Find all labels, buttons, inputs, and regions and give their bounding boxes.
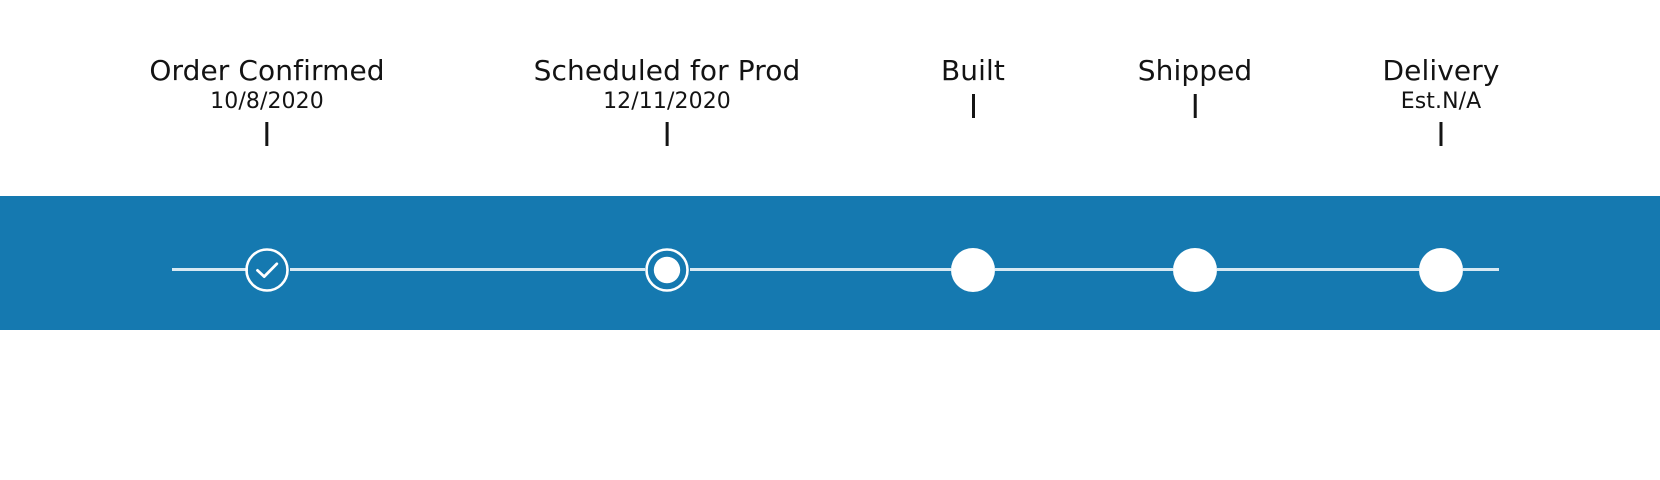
step-node-shipped[interactable]: [1172, 247, 1218, 293]
ring-dot-icon: [645, 248, 689, 292]
step-label-delivery[interactable]: Delivery Est.N/A: [1382, 54, 1499, 146]
step-tick-mark: [1193, 94, 1197, 118]
step-title: Scheduled for Prod: [533, 54, 801, 87]
step-title: Shipped: [1137, 54, 1253, 87]
step-title: Order Confirmed: [149, 54, 385, 87]
dot-icon: [1419, 248, 1463, 292]
step-node-order-confirmed[interactable]: [244, 247, 290, 293]
step-labels-layer: Order Confirmed 10/8/2020 Scheduled for …: [0, 0, 1660, 196]
step-label-order-confirmed[interactable]: Order Confirmed 10/8/2020: [149, 54, 385, 146]
step-tick-mark: [665, 122, 669, 146]
step-tick-mark: [1439, 122, 1443, 146]
step-title: Built: [941, 54, 1005, 87]
rail-segment-2: [690, 268, 951, 271]
step-title: Delivery: [1382, 54, 1500, 87]
step-label-shipped[interactable]: Shipped: [1138, 54, 1253, 118]
dot-icon: [951, 248, 995, 292]
page-whitespace: [0, 330, 1660, 480]
check-circle-icon: [245, 248, 289, 292]
rail-segment-trail: [1463, 268, 1499, 271]
step-date: 12/11/2020: [603, 89, 731, 114]
step-tick-mark: [265, 122, 269, 146]
step-label-scheduled-for-prod[interactable]: Scheduled for Prod 12/11/2020: [534, 54, 801, 146]
step-node-delivery[interactable]: [1418, 247, 1464, 293]
rail-segment-4: [1217, 268, 1419, 271]
step-tick-mark: [971, 94, 975, 118]
step-node-built[interactable]: [950, 247, 996, 293]
step-node-scheduled-for-prod[interactable]: [644, 247, 690, 293]
step-date: Est.N/A: [1400, 89, 1482, 114]
rail-segment-3: [995, 268, 1173, 271]
rail-segment-1: [290, 268, 645, 271]
step-label-built[interactable]: Built: [941, 54, 1005, 118]
dot-icon: [1173, 248, 1217, 292]
rail-segment-lead: [172, 268, 248, 271]
step-date: 10/8/2020: [210, 89, 324, 114]
